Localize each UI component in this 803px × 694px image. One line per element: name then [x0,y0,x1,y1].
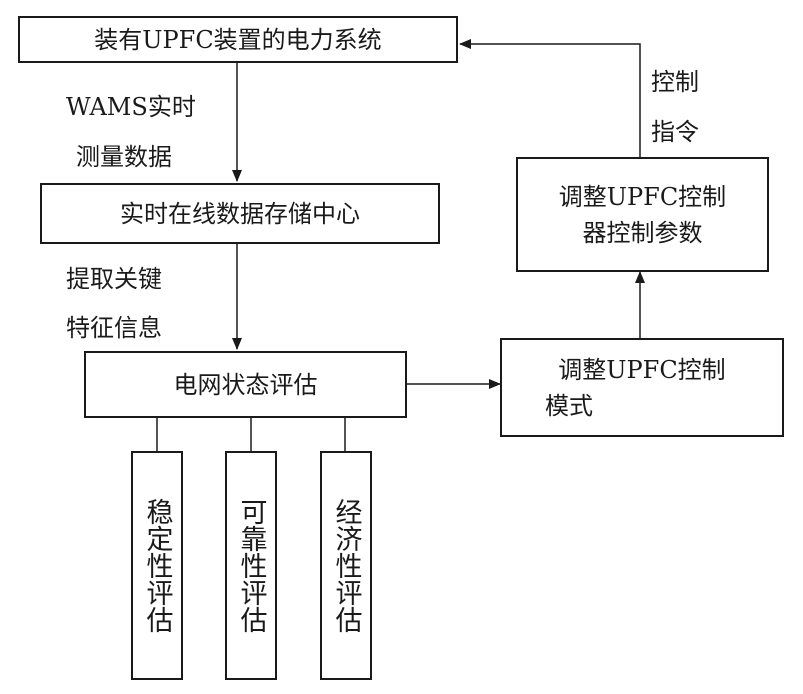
wams-label-line1: WAMS实时 [66,93,196,121]
adjust-mode-box: 调整UPFC控制 模式 [500,338,784,437]
grid-assessment-box: 电网状态评估 [84,351,407,418]
economy-assessment-label: 经济性评估 [330,498,362,633]
arrow-params-to-power-system [459,39,641,157]
stability-assessment-box: 稳定性评估 [131,451,183,680]
adjust-mode-label-line2: 模式 [545,391,593,420]
control-label-line2: 指令 [651,118,699,146]
stability-assessment-label: 稳定性评估 [141,498,173,633]
grid-assessment-label: 电网状态评估 [173,370,318,399]
control-label-line1: 控制 [651,68,699,96]
power-system-box: 装有UPFC装置的电力系统 [18,16,458,63]
data-center-label: 实时在线数据存储中心 [120,199,360,228]
power-system-label: 装有UPFC装置的电力系统 [94,25,382,54]
adjust-params-label-line2: 器控制参数 [582,218,703,247]
reliability-assessment-label: 可靠性评估 [235,498,267,633]
adjust-params-label-line1: 调整UPFC控制 [558,182,727,211]
wams-label-line2: 测量数据 [76,143,172,171]
data-center-box: 实时在线数据存储中心 [40,183,440,244]
adjust-mode-label-line1: 调整UPFC控制 [558,355,726,384]
extract-label-line1: 提取关键 [66,265,162,293]
adjust-params-box: 调整UPFC控制 器控制参数 [516,157,769,272]
extract-label-line2: 特征信息 [66,314,162,342]
reliability-assessment-box: 可靠性评估 [225,451,277,680]
economy-assessment-box: 经济性评估 [320,451,372,680]
